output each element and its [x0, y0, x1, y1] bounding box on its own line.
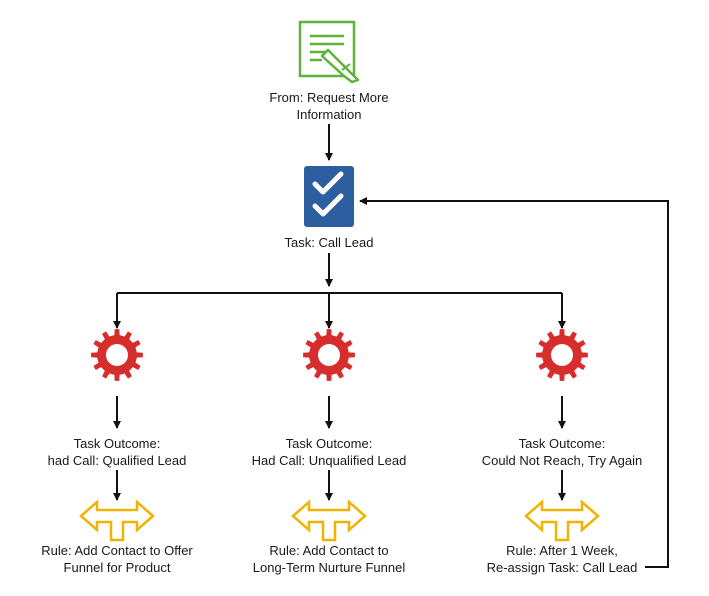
split-arrow-icon [291, 499, 367, 542]
split-arrow-icon [79, 499, 155, 542]
rule-label-line1: Rule: After 1 Week, [506, 543, 618, 558]
rule-label-line2: Long-Term Nurture Funnel [252, 560, 406, 575]
outcome-label-line1: Task Outcome: [285, 436, 373, 451]
form-pencil-icon [298, 20, 360, 84]
form-label: From: Request More Information [269, 89, 388, 123]
outcome-label-not-reached: Task Outcome: Could Not Reach, Try Again [482, 435, 642, 469]
split-arrow-icon [524, 499, 600, 542]
rule-label-line2: Funnel for Product [63, 560, 171, 575]
rule-label-line2: Re-assign Task: Call Lead [486, 560, 638, 575]
gear-icon [91, 329, 143, 381]
double-check-icon [304, 166, 354, 227]
outcome-label-unqualified: Task Outcome: Had Call: Unqualified Lead [252, 435, 407, 469]
outcome-label-line2: Could Not Reach, Try Again [481, 453, 643, 468]
rule-icons [79, 499, 600, 542]
outcome-label-line2: Had Call: Unqualified Lead [251, 453, 407, 468]
connectors [113, 124, 669, 568]
rule-label-offer-funnel: Rule: Add Contact to Offer Funnel for Pr… [41, 542, 193, 576]
loop-back-arrow [359, 197, 669, 568]
task-label: Task: Call Lead [284, 235, 374, 250]
form-label-line1: From: Request More [269, 90, 389, 105]
rule-label-line1: Rule: Add Contact to [269, 543, 389, 558]
outcome-label-qualified: Task Outcome: had Call: Qualified Lead [48, 435, 187, 469]
rule-label-nurture-funnel: Rule: Add Contact to Long-Term Nurture F… [253, 542, 405, 576]
outcome-label-line1: Task Outcome: [73, 436, 161, 451]
rule-label-line1: Rule: Add Contact to Offer [41, 543, 193, 558]
form-label-line2: Information [296, 107, 362, 122]
gear-icon [536, 329, 588, 381]
outcome-label-line2: had Call: Qualified Lead [47, 453, 187, 468]
outcome-label-line1: Task Outcome: [518, 436, 606, 451]
outcome-gears [91, 329, 588, 381]
rule-label-reassign: Rule: After 1 Week, Re-assign Task: Call… [487, 542, 638, 576]
gear-icon [303, 329, 355, 381]
